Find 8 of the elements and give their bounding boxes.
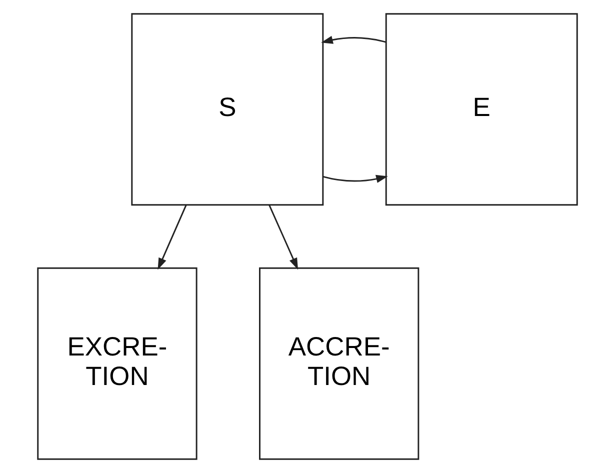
node-box: S [130,13,324,206]
node-box: ACCRE- TION [258,267,419,460]
node-box: EXCRE- TION [36,267,197,460]
arrow [268,204,298,270]
node-box: E [384,13,578,206]
arrow [322,174,388,183]
arrow [320,36,386,44]
arrow [157,204,186,270]
